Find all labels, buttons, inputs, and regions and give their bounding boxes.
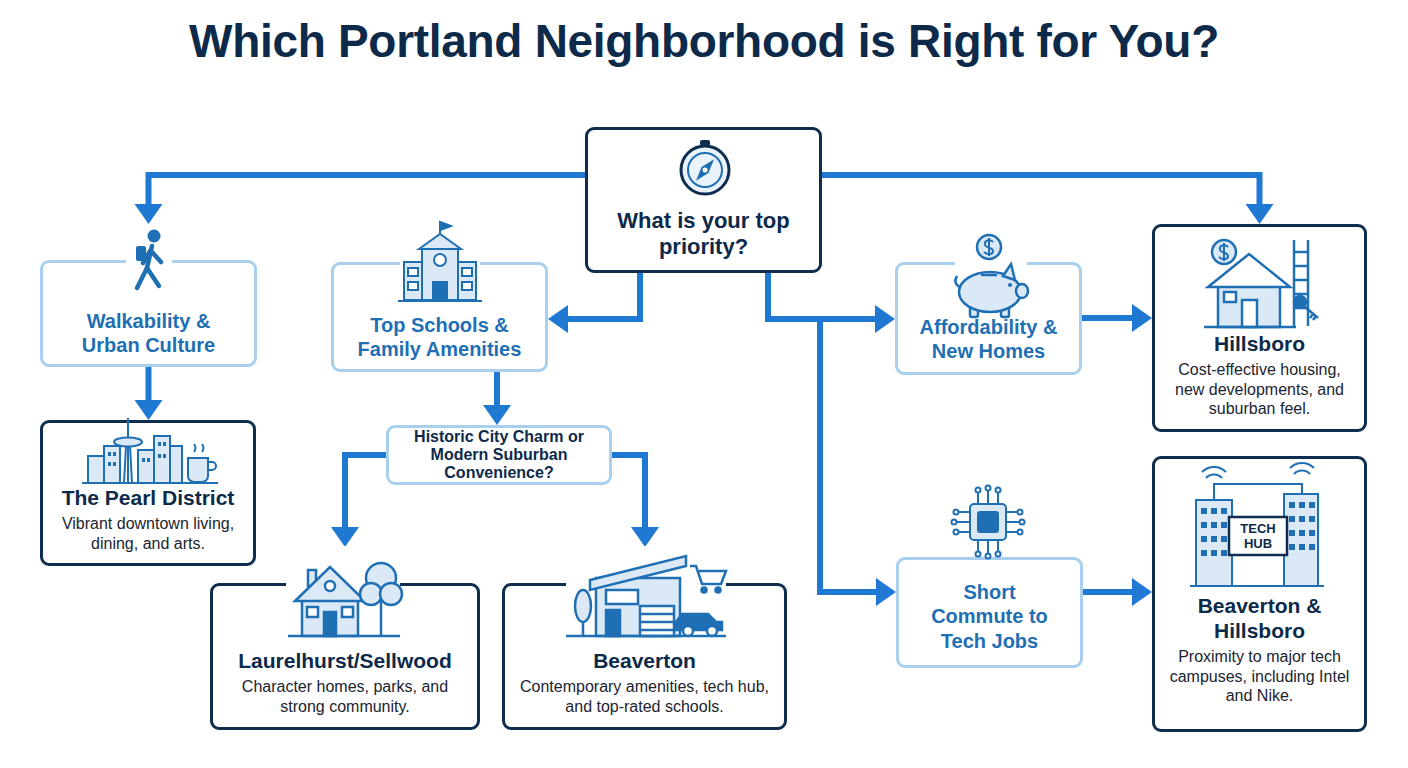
result-box: BeavertonContemporary amenities, tech hu… (502, 583, 787, 730)
flow-line (566, 273, 640, 319)
option-box: Short Commute to Tech Jobs (896, 557, 1083, 668)
flow-arrow (612, 455, 659, 547)
flow-line (1083, 589, 1134, 595)
flow-line (822, 175, 1260, 206)
result-title: The Pearl District (62, 485, 235, 510)
chip-icon (952, 486, 1025, 559)
result-description: Proximity to major tech campuses, includ… (1167, 647, 1352, 706)
flow-line (345, 455, 386, 529)
arrow-head (135, 204, 163, 224)
result-box: HillsboroCost-effective housing, new dev… (1152, 224, 1367, 432)
option-label: Short Commute to Tech Jobs (915, 580, 1064, 653)
arrow-head (548, 305, 568, 333)
option-label: Walkability & Urban Culture (59, 309, 238, 358)
result-title: Beaverton & Hillsboro (1167, 593, 1352, 643)
question-text: What is your top priority? (616, 208, 791, 261)
house-key-icon (1204, 240, 1318, 327)
arrow-head (1132, 578, 1152, 606)
school-icon (398, 222, 482, 304)
diagram-title: Which Portland Neighborhood is Right for… (0, 14, 1408, 68)
flow-arrow (768, 273, 896, 606)
flow-line (768, 273, 877, 319)
arrow-head (1132, 304, 1152, 332)
arrow-head (331, 527, 359, 547)
piggy-bank-icon (955, 232, 1028, 317)
tech-hub-icon (1190, 463, 1324, 586)
option-label: Top Schools & Family Amenities (350, 313, 529, 362)
walker-icon (126, 228, 172, 292)
flow-arrow (483, 372, 511, 425)
result-description: Contemporary amenities, tech hub, and to… (517, 677, 772, 716)
question-text: Historic City Charm or Modern Suburban C… (397, 428, 601, 482)
flow-line (146, 367, 152, 402)
decision-box: What is your top priority? (585, 127, 822, 273)
result-description: Cost-effective housing, new developments… (1167, 360, 1352, 419)
result-title: Hillsboro (1214, 331, 1305, 356)
flow-arrow (1082, 304, 1152, 332)
flow-arrow (331, 455, 386, 547)
arrow-head (135, 400, 163, 420)
flow-arrow (768, 273, 895, 333)
result-description: Vibrant downtown living, dining, and art… (55, 514, 241, 553)
flow-line (612, 455, 645, 529)
modern-house-icon (566, 546, 726, 636)
option-box: Affordability & New Homes (895, 262, 1082, 375)
house-tree-icon (286, 546, 402, 636)
flow-line (768, 273, 878, 592)
result-title: Laurelhurst/Sellwood (238, 648, 452, 673)
compass-icon (681, 140, 729, 194)
result-box: The Pearl DistrictVibrant downtown livin… (40, 420, 256, 566)
flow-arrow (822, 175, 1274, 224)
question-box: Historic City Charm or Modern Suburban C… (386, 425, 612, 485)
arrow-head (483, 405, 511, 425)
arrow-head (1246, 204, 1274, 224)
arrow-head (876, 578, 896, 606)
flow-arrow (135, 175, 586, 224)
option-box: Walkability & Urban Culture (40, 260, 257, 367)
flow-line (1082, 315, 1134, 321)
flow-arrow (1083, 578, 1152, 606)
option-box: Top Schools & Family Amenities (331, 262, 548, 372)
flow-arrow (135, 367, 163, 420)
option-label: Affordability & New Homes (914, 315, 1063, 364)
result-description: Character homes, parks, and strong commu… (225, 677, 465, 716)
result-box: Beaverton & HillsboroProximity to major … (1152, 456, 1367, 732)
city-skyline-icon (82, 418, 218, 483)
result-title: Beaverton (593, 648, 696, 673)
arrow-head (875, 305, 895, 333)
flow-arrow (548, 273, 640, 333)
flow-line (149, 175, 586, 206)
result-box: Laurelhurst/SellwoodCharacter homes, par… (210, 583, 480, 730)
arrow-head (631, 527, 659, 547)
flow-line (494, 372, 500, 407)
